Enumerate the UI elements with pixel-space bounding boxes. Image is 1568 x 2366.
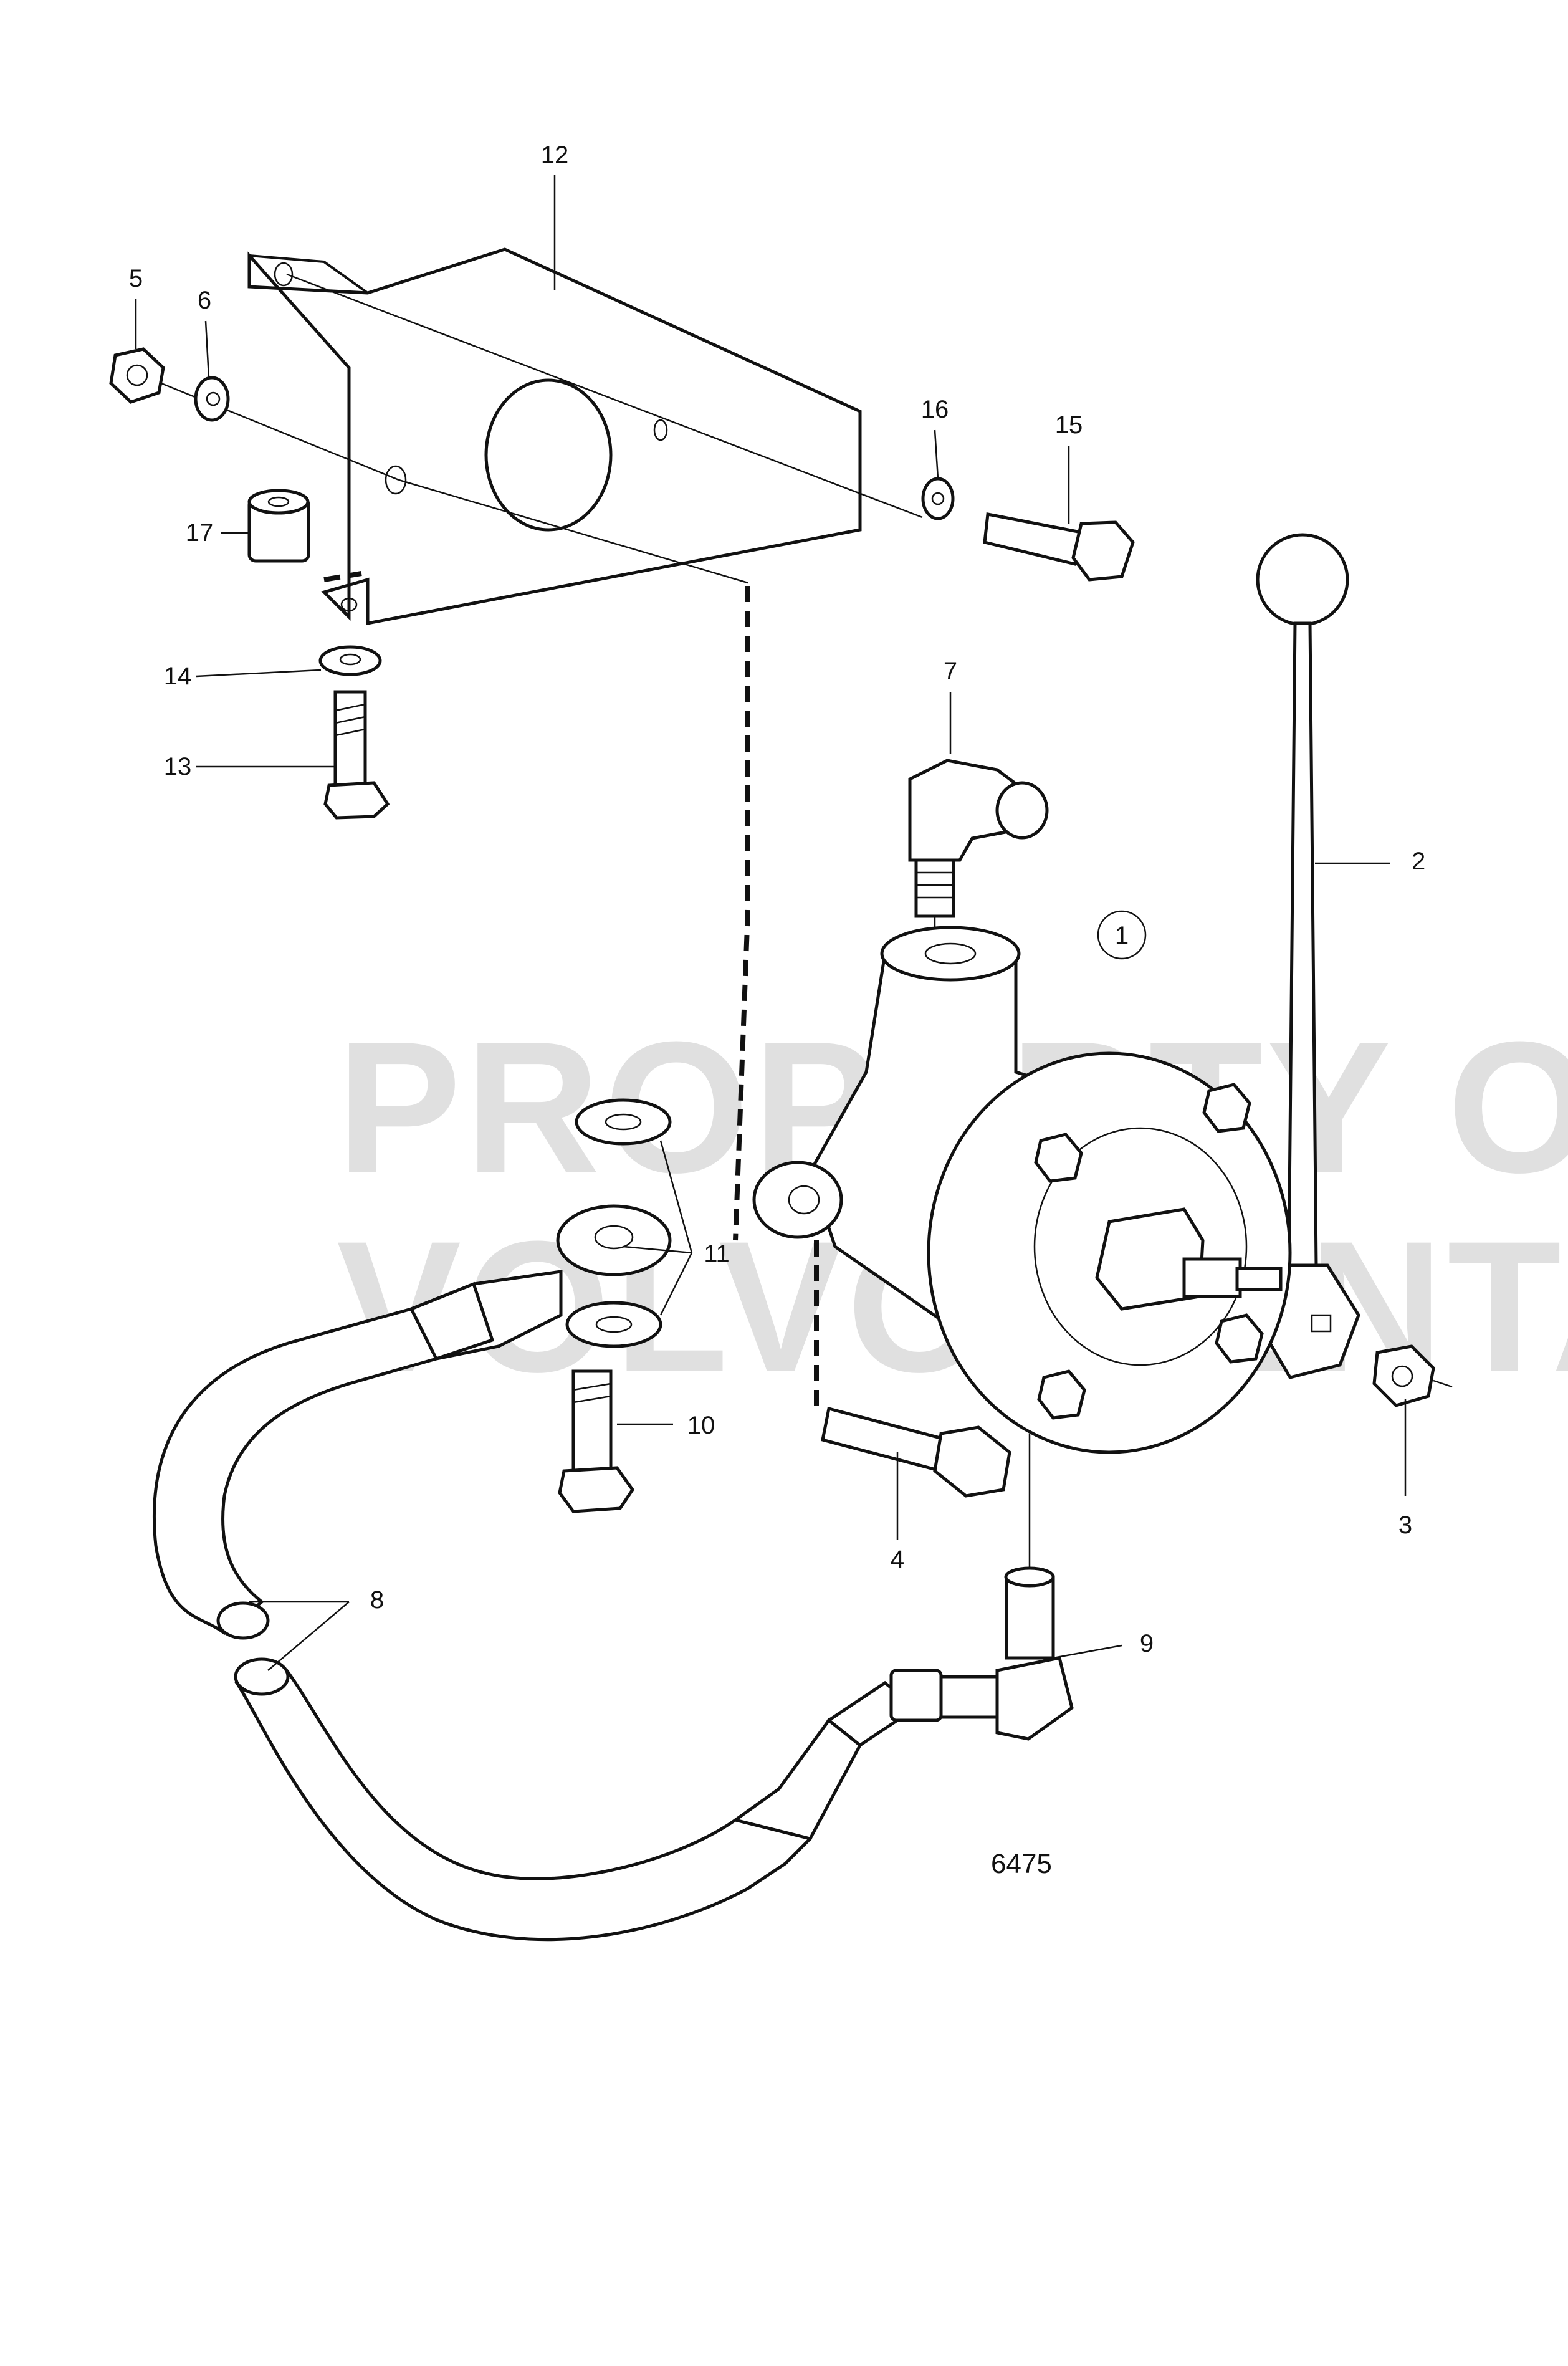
callout-17: 17	[186, 519, 214, 547]
callout-13: 13	[164, 753, 192, 780]
part-8-hose	[152, 1270, 919, 1942]
callout-8: 8	[370, 1586, 384, 1614]
callout-11: 11	[704, 1240, 730, 1268]
callout-10: 10	[687, 1412, 715, 1439]
part-5-nut	[109, 347, 165, 404]
part-1-pump	[752, 926, 1292, 1454]
callout-labels: 1 2 3 4 5 6 7 8 9 10 11 12 13 14 15 16 1…	[129, 141, 1425, 1657]
part-10-banjo-bolt	[558, 1369, 635, 1513]
part-14-washer	[318, 645, 382, 676]
part-15-bolt	[983, 512, 1135, 582]
part-11-banjo-washers	[556, 1098, 672, 1348]
part-4-bolt	[821, 1406, 1011, 1498]
part-16-washer	[921, 477, 955, 520]
part-3-nut	[1372, 1344, 1453, 1407]
part-9-elbow	[889, 1434, 1074, 1741]
callout-12: 12	[541, 141, 569, 169]
callout-6: 6	[198, 287, 211, 314]
callout-2: 2	[1412, 848, 1425, 875]
part-12-bracket	[247, 247, 862, 626]
part-7-elbow	[908, 759, 1049, 941]
part-2-lever	[1256, 533, 1360, 1379]
callout-16: 16	[921, 396, 949, 423]
figure-number: 6475	[991, 1849, 1052, 1879]
callout-1-circle	[1097, 910, 1147, 960]
callout-7: 7	[944, 658, 957, 685]
callout-15: 15	[1055, 411, 1083, 439]
callout-3: 3	[1398, 1511, 1412, 1539]
callout-1: 1	[1115, 922, 1129, 949]
part-17-spacer	[247, 489, 310, 563]
centre-lines	[115, 273, 923, 1409]
callout-4: 4	[891, 1546, 904, 1573]
leader-lines	[135, 175, 1407, 1671]
callout-9: 9	[1140, 1630, 1154, 1657]
part-13-bolt	[323, 690, 390, 820]
callout-14: 14	[164, 663, 192, 690]
part-6-washer	[194, 376, 230, 422]
callout-5: 5	[129, 265, 143, 292]
